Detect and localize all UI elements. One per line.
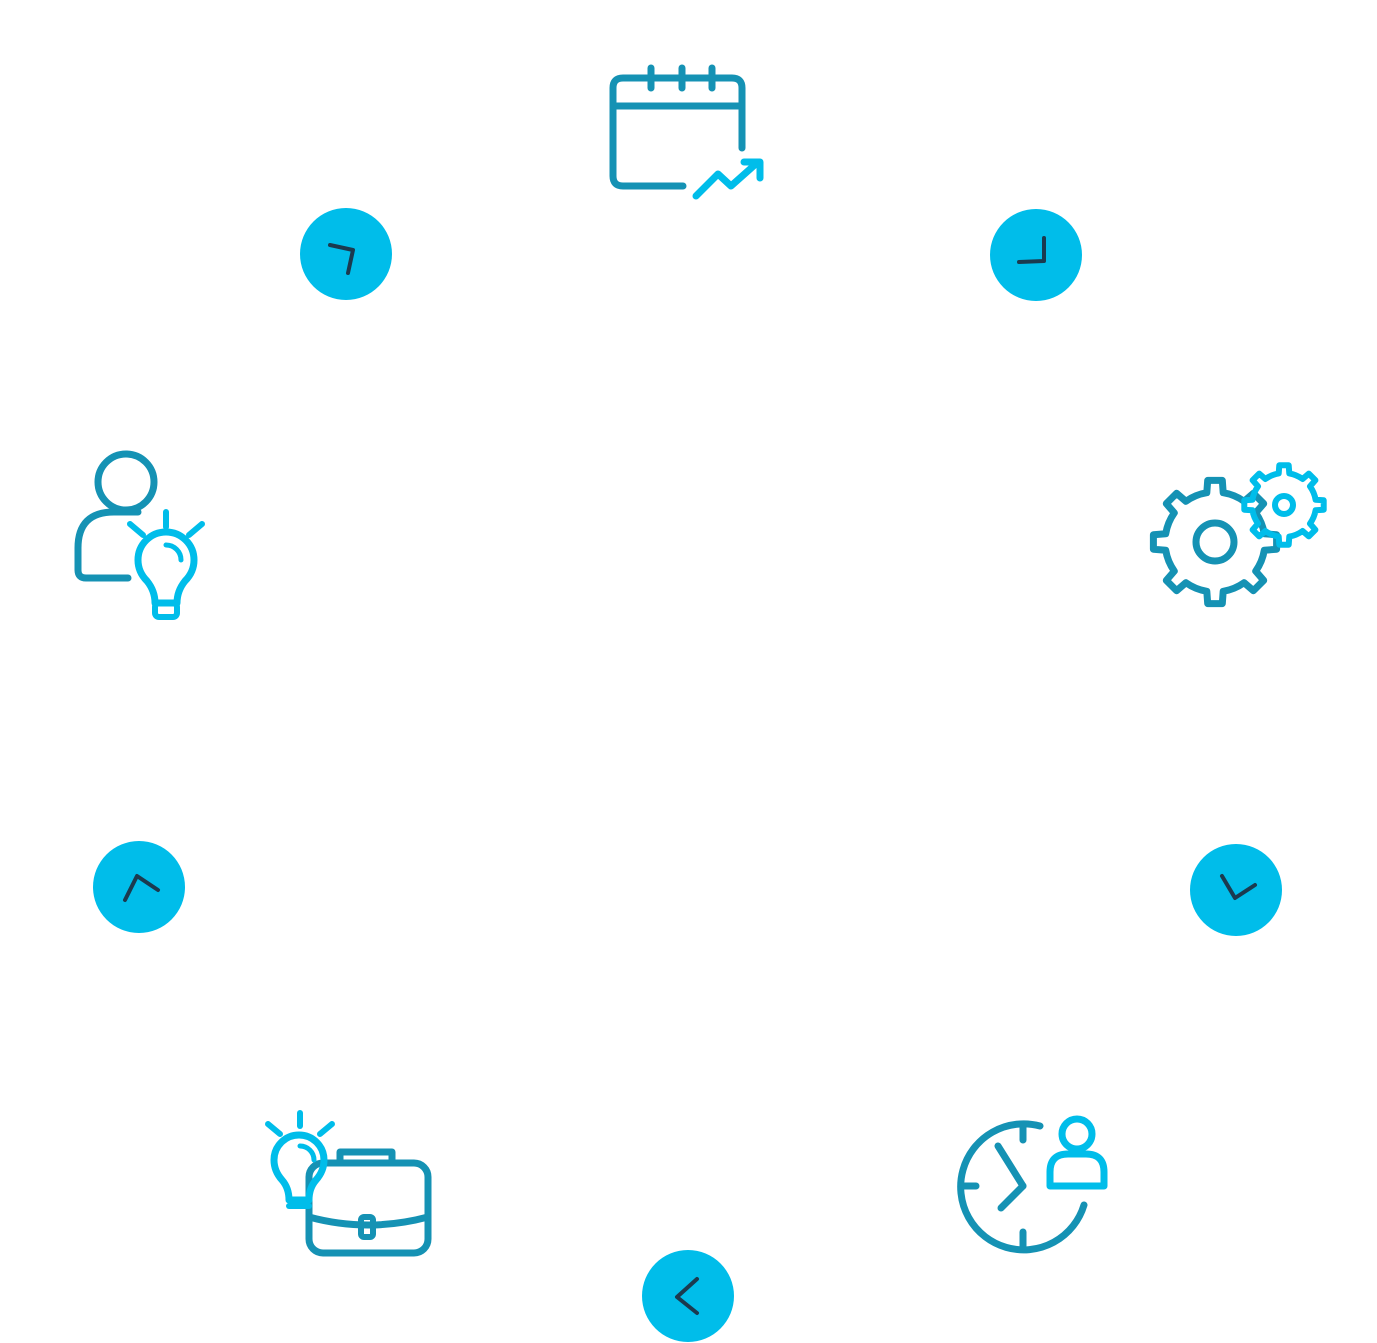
calendar-day-dot — [657, 123, 664, 131]
chevron-icon — [123, 874, 160, 902]
connector-node-top-left — [300, 208, 392, 300]
connector-node-left — [93, 841, 185, 933]
calendar-day-dot — [724, 123, 731, 131]
calendar-day-dot — [702, 161, 709, 169]
calendar-day-dot — [724, 142, 731, 150]
gears-icon — [1149, 462, 1327, 608]
calendar-day-dot — [680, 123, 687, 131]
chevron-icon — [1017, 236, 1046, 264]
calendar-day-dot — [680, 161, 687, 169]
calendar-day-dot — [702, 123, 709, 131]
calendar-day-dot — [635, 142, 642, 150]
calendar-day-dot — [702, 142, 709, 150]
calendar-day-dot — [635, 161, 642, 169]
connector-node-top-right — [990, 209, 1082, 301]
clock-user-icon — [957, 1115, 1108, 1254]
connector-node-right — [1190, 844, 1282, 936]
calendar-day-dot — [680, 142, 687, 150]
connector-node-bottom — [642, 1250, 734, 1342]
person-lightbulb-icon — [74, 450, 205, 620]
chevron-icon — [328, 243, 355, 275]
calendar-growth-icon — [609, 64, 764, 200]
calendar-day-dot — [657, 142, 664, 150]
chevron-icon — [1220, 874, 1257, 900]
briefcase-lightbulb-icon — [265, 1110, 432, 1257]
calendar-day-dot — [635, 123, 642, 131]
calendar-day-dot — [657, 161, 664, 169]
chevron-icon — [675, 1277, 699, 1315]
